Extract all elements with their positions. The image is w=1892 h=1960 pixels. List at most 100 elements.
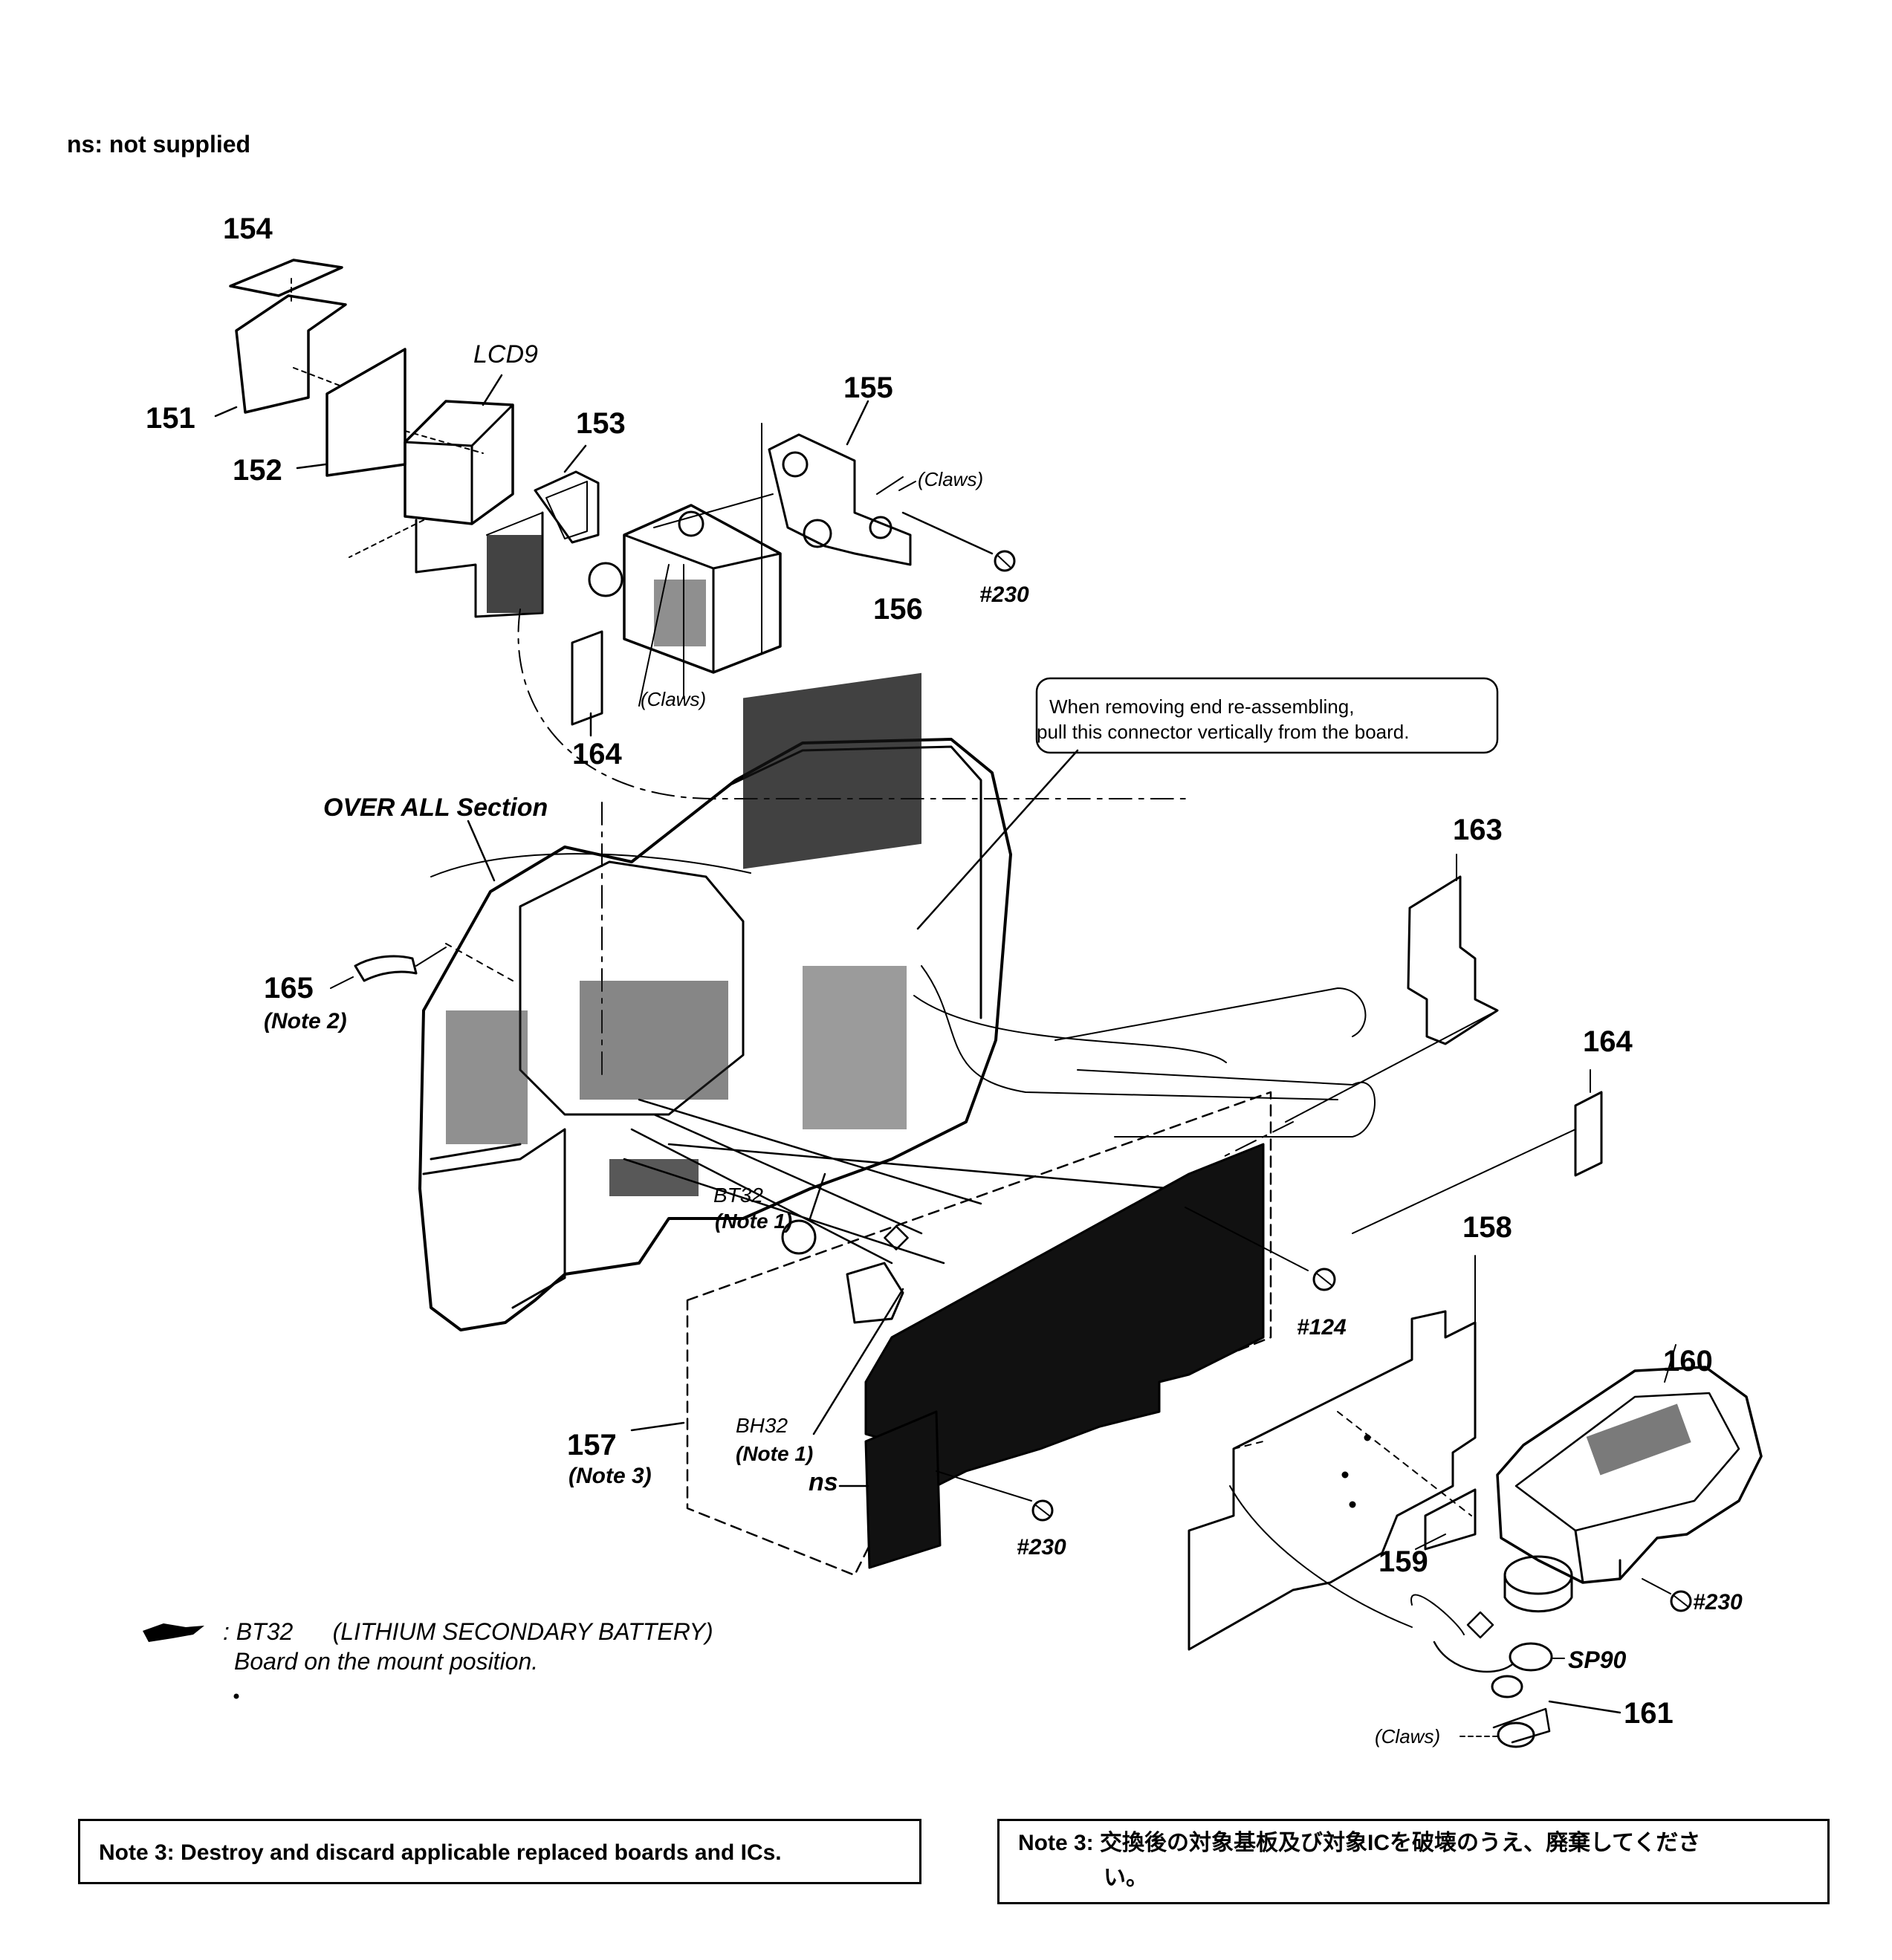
battery-legend-line-1: : BT32 (LITHIUM SECONDARY BATTERY) (223, 1618, 713, 1645)
screw-230-mid (1031, 1499, 1054, 1522)
wiring-lines (623, 1098, 1176, 1265)
part-155-bracket (768, 433, 912, 566)
label-159: 159 (1378, 1545, 1428, 1578)
screw124-leader (1185, 1207, 1309, 1271)
label-claws-top: (Claws) (918, 468, 984, 490)
label-bh32: BH32 (736, 1414, 788, 1437)
callout-line-1: When removing end re-assembling, (1049, 695, 1355, 718)
part-165-leaders (330, 947, 447, 989)
lcd9-leader (482, 374, 503, 406)
part-158-board-outline (1188, 1310, 1477, 1651)
label-157: 157 (567, 1429, 617, 1461)
label-screw-230-top: #230 (979, 583, 1029, 607)
label-163: 163 (1453, 814, 1503, 846)
callout-leader (916, 749, 1079, 930)
label-164-left: 164 (572, 738, 622, 770)
screw-230-right (1670, 1590, 1692, 1612)
battery-marker-icon (143, 1623, 204, 1642)
part-160-leader (1664, 1344, 1676, 1383)
part-153-flex (534, 470, 600, 544)
label-lcd9: LCD9 (473, 340, 538, 369)
label-sp90: SP90 (1568, 1646, 1627, 1673)
label-bt32: BT32 (713, 1184, 763, 1207)
label-overall-section: OVER ALL Section (323, 794, 548, 822)
p152-leader (296, 463, 327, 470)
part-159-sheet (1424, 1488, 1477, 1551)
p155-leader (846, 400, 869, 446)
p151-leader (214, 406, 238, 418)
part-163-guides (1285, 854, 1498, 1123)
screw-230-top (994, 550, 1016, 572)
screw-leader-top (901, 511, 994, 555)
board-hole-c (1349, 1501, 1356, 1508)
label-164-right: 164 (1583, 1025, 1633, 1058)
label-screw-230-right: #230 (1693, 1590, 1743, 1615)
part-161-bracket (1491, 1675, 1551, 1748)
claws-leaders-mid (638, 564, 684, 707)
assembly-guide-long-a (517, 609, 1190, 800)
label-note-2: (Note 2) (264, 1009, 347, 1033)
label-screw-230-mid: #230 (1017, 1535, 1066, 1560)
part-lcd9-module (404, 400, 544, 618)
part-164-right-sheet (1574, 1091, 1603, 1177)
note-3-japanese-text-2: い。 (1104, 1866, 1148, 1890)
part-165-cover (354, 955, 418, 982)
part-159-leader (1415, 1534, 1446, 1550)
overall-section-outline (430, 853, 751, 877)
main-body-chassis (418, 672, 1012, 1331)
screw230-mid-leader (936, 1470, 1032, 1502)
part-163-dash (1218, 1121, 1294, 1160)
label-165: 165 (264, 972, 314, 1005)
part-160-cover (1496, 1366, 1763, 1584)
label-161: 161 (1624, 1697, 1674, 1730)
main-board (864, 1143, 1265, 1569)
note-3-japanese-text-1: 交換後の対象基板及び対象ICを破壊のうえ、廃棄してくださ (1100, 1831, 1701, 1855)
label-screw-124: #124 (1297, 1315, 1347, 1340)
sp90-cable (1229, 1485, 1413, 1628)
part-154-sheet (229, 259, 343, 297)
label-note-1-bh32: (Note 1) (736, 1442, 814, 1465)
label-158: 158 (1462, 1211, 1512, 1244)
note-3-english-label: Note 3: (99, 1840, 175, 1865)
part-163-flex (1407, 875, 1499, 1045)
part-164-guides (1352, 1069, 1591, 1234)
label-156: 156 (873, 593, 923, 626)
bt32-battery (781, 1172, 826, 1255)
label-claws-mid: (Claws) (641, 688, 707, 710)
assembly-guide-lcd (349, 430, 484, 558)
label-note-3-157: (Note 3) (568, 1464, 652, 1488)
callout-box-frame (1035, 677, 1499, 754)
part-164-small-sheet (571, 630, 603, 726)
note-3-english-box: Note 3: Destroy and discard applicable r… (78, 1819, 921, 1884)
flex-outline-lines (913, 965, 1338, 1100)
p153-leader (563, 444, 587, 473)
lens-block-assembly (588, 504, 782, 674)
callout-line-2: pull this connector vertically from the … (1037, 721, 1410, 743)
p157-leader (630, 1421, 685, 1432)
part-158-guides (1233, 1411, 1472, 1516)
part-151-panel (235, 294, 347, 414)
label-note-1-bt32: (Note 1) (715, 1210, 793, 1233)
note-3-japanese-label: Note 3: (1018, 1831, 1094, 1855)
part-152-panel (325, 348, 406, 477)
label-152: 152 (233, 454, 282, 487)
screw230-right-leader (1642, 1578, 1671, 1594)
part-161-leader (1548, 1700, 1622, 1714)
label-claws-bottom: (Claws) (1375, 1725, 1441, 1748)
ns-not-supplied-note: ns: not supplied (67, 131, 251, 158)
part-165-guide (445, 943, 514, 981)
battery-legend-line-2: Board on the mount position. (234, 1648, 539, 1675)
bh32-holder (846, 1225, 909, 1324)
assembly-guide-top (291, 278, 343, 387)
label-151: 151 (146, 402, 195, 435)
stray-dot (233, 1693, 239, 1699)
bh32-leader (812, 1288, 904, 1435)
board-hole-a (1341, 1471, 1349, 1479)
flex-outline-lines-b (1054, 987, 1376, 1138)
label-154: 154 (223, 212, 273, 245)
label-153: 153 (576, 407, 626, 440)
label-155: 155 (843, 371, 893, 404)
screw-124 (1312, 1268, 1336, 1291)
